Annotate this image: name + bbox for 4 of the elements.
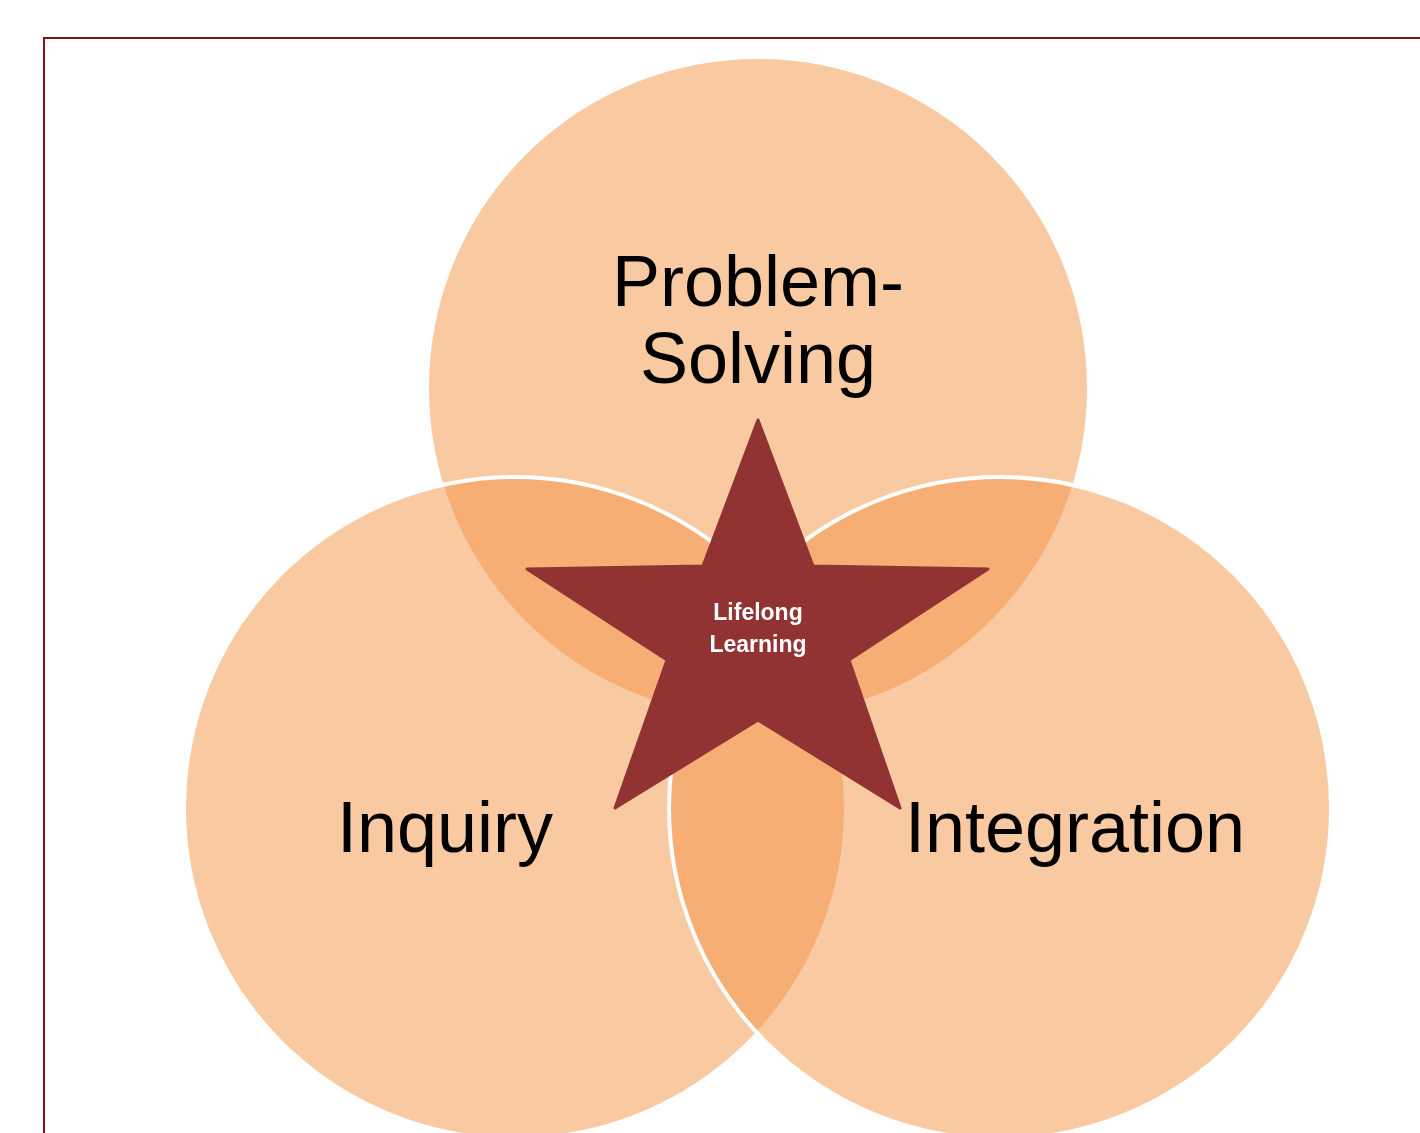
star-label: Lifelong Learning — [708, 598, 808, 659]
circle-label: Integration — [903, 788, 1247, 868]
circle-label: Inquiry — [335, 788, 555, 868]
circle-label: Problem- Solving — [610, 243, 906, 398]
